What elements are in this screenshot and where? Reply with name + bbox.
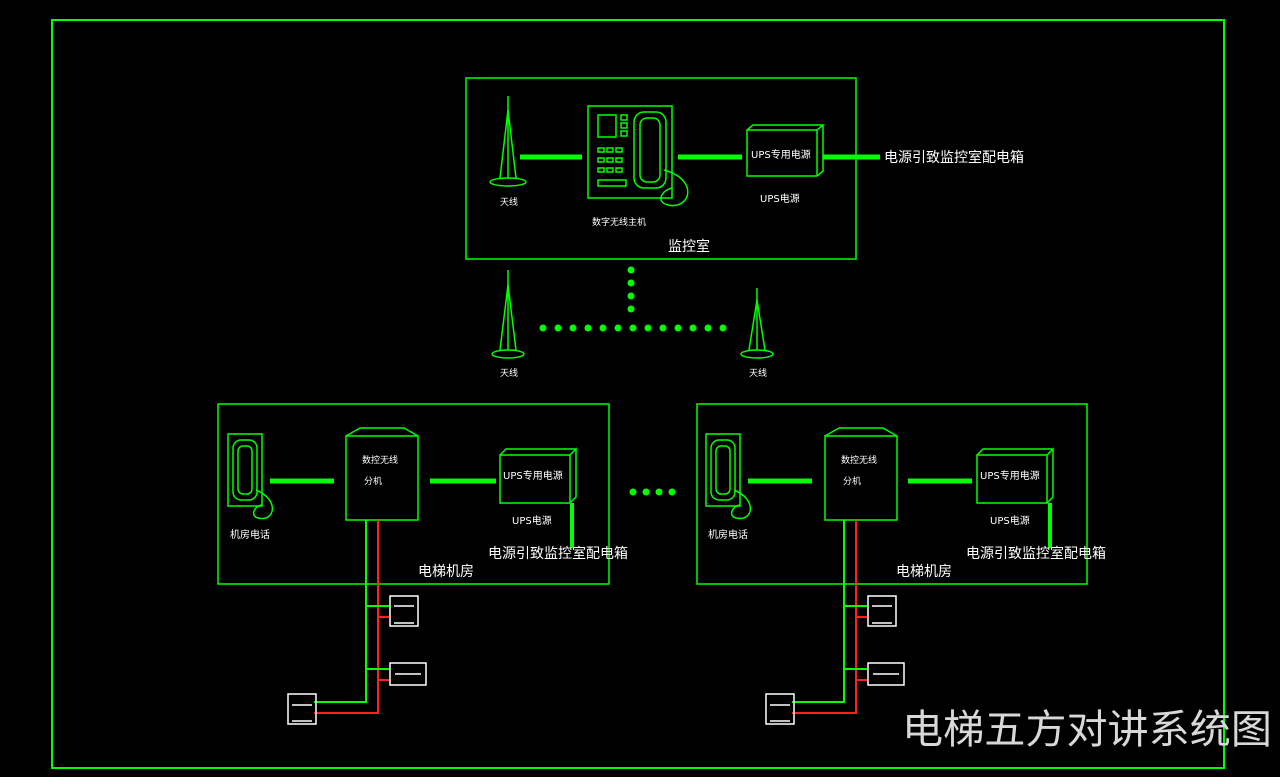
- car-unit-icon: [867, 662, 905, 686]
- ups-box-icon: [746, 124, 826, 177]
- car-unit-icon: [389, 662, 427, 686]
- power-note: 电源引致监控室配电箱: [966, 545, 1106, 562]
- ups-box-icon: [976, 447, 1054, 504]
- car-top-unit-icon: [389, 595, 419, 627]
- extension-text: 数控无线: [362, 454, 398, 466]
- ups-box-icon: [499, 447, 577, 504]
- machine-room-box: [217, 403, 610, 585]
- machine-room-box: [696, 403, 1088, 585]
- ups-label: UPS电源: [760, 192, 800, 205]
- cable-bundle: [792, 520, 868, 714]
- monitor-room-label: 监控室: [668, 238, 710, 255]
- cable-bundle: [314, 520, 390, 714]
- wireless-link-dots: [539, 266, 727, 496]
- extension-text: 数控无线: [841, 454, 877, 466]
- phone-icon: [227, 433, 274, 520]
- phone-label: 机房电话: [708, 528, 748, 541]
- ups-label: UPS电源: [990, 514, 1030, 527]
- phone-label: 机房电话: [230, 528, 270, 541]
- monitor-antenna-label: 天线: [500, 196, 518, 208]
- extension-unit-icon: [824, 427, 898, 521]
- power-note: 电源引致监控室配电箱: [488, 545, 628, 562]
- antenna-icon: [489, 96, 527, 187]
- car-top-unit-icon: [867, 595, 897, 627]
- machine-room-1: 机房电话 数控无线 分机 UPS专用电源 UPS电源 电源引致监控室配电箱 电梯…: [217, 403, 628, 725]
- outer-frame: [51, 19, 1225, 769]
- extension-text: 分机: [364, 475, 382, 487]
- ups-label: UPS电源: [512, 514, 552, 527]
- relay-antenna-label: 天线: [749, 367, 767, 379]
- ups-box-text: UPS专用电源: [751, 148, 811, 161]
- ups-box-text: UPS专用电源: [503, 469, 563, 482]
- wireless-host-label: 数字无线主机: [592, 216, 646, 228]
- monitor-room: 天线 数字无线主机: [465, 77, 1024, 260]
- extension-unit-icon: [345, 427, 419, 521]
- machine-room-label: 电梯机房: [896, 564, 952, 580]
- phone-icon: [705, 433, 752, 520]
- diagram-title: 电梯五方对讲系统图: [902, 707, 1272, 753]
- machine-room-2: 机房电话 数控无线 分机 UPS专用电源 UPS电源 电源引致监控室配电箱 电梯…: [696, 403, 1106, 725]
- antenna-icon: [491, 270, 525, 359]
- monitor-room-box: [465, 77, 857, 260]
- power-note: 电源引致监控室配电箱: [884, 149, 1024, 166]
- antenna-icon: [740, 288, 774, 359]
- wireless-host-icon: [587, 105, 689, 207]
- relay-antenna-label: 天线: [500, 367, 518, 379]
- machine-room-label: 电梯机房: [418, 564, 474, 580]
- extension-text: 分机: [843, 475, 861, 487]
- pit-unit-icon: [287, 693, 317, 725]
- ups-box-text: UPS专用电源: [980, 469, 1040, 482]
- pit-unit-icon: [765, 693, 795, 725]
